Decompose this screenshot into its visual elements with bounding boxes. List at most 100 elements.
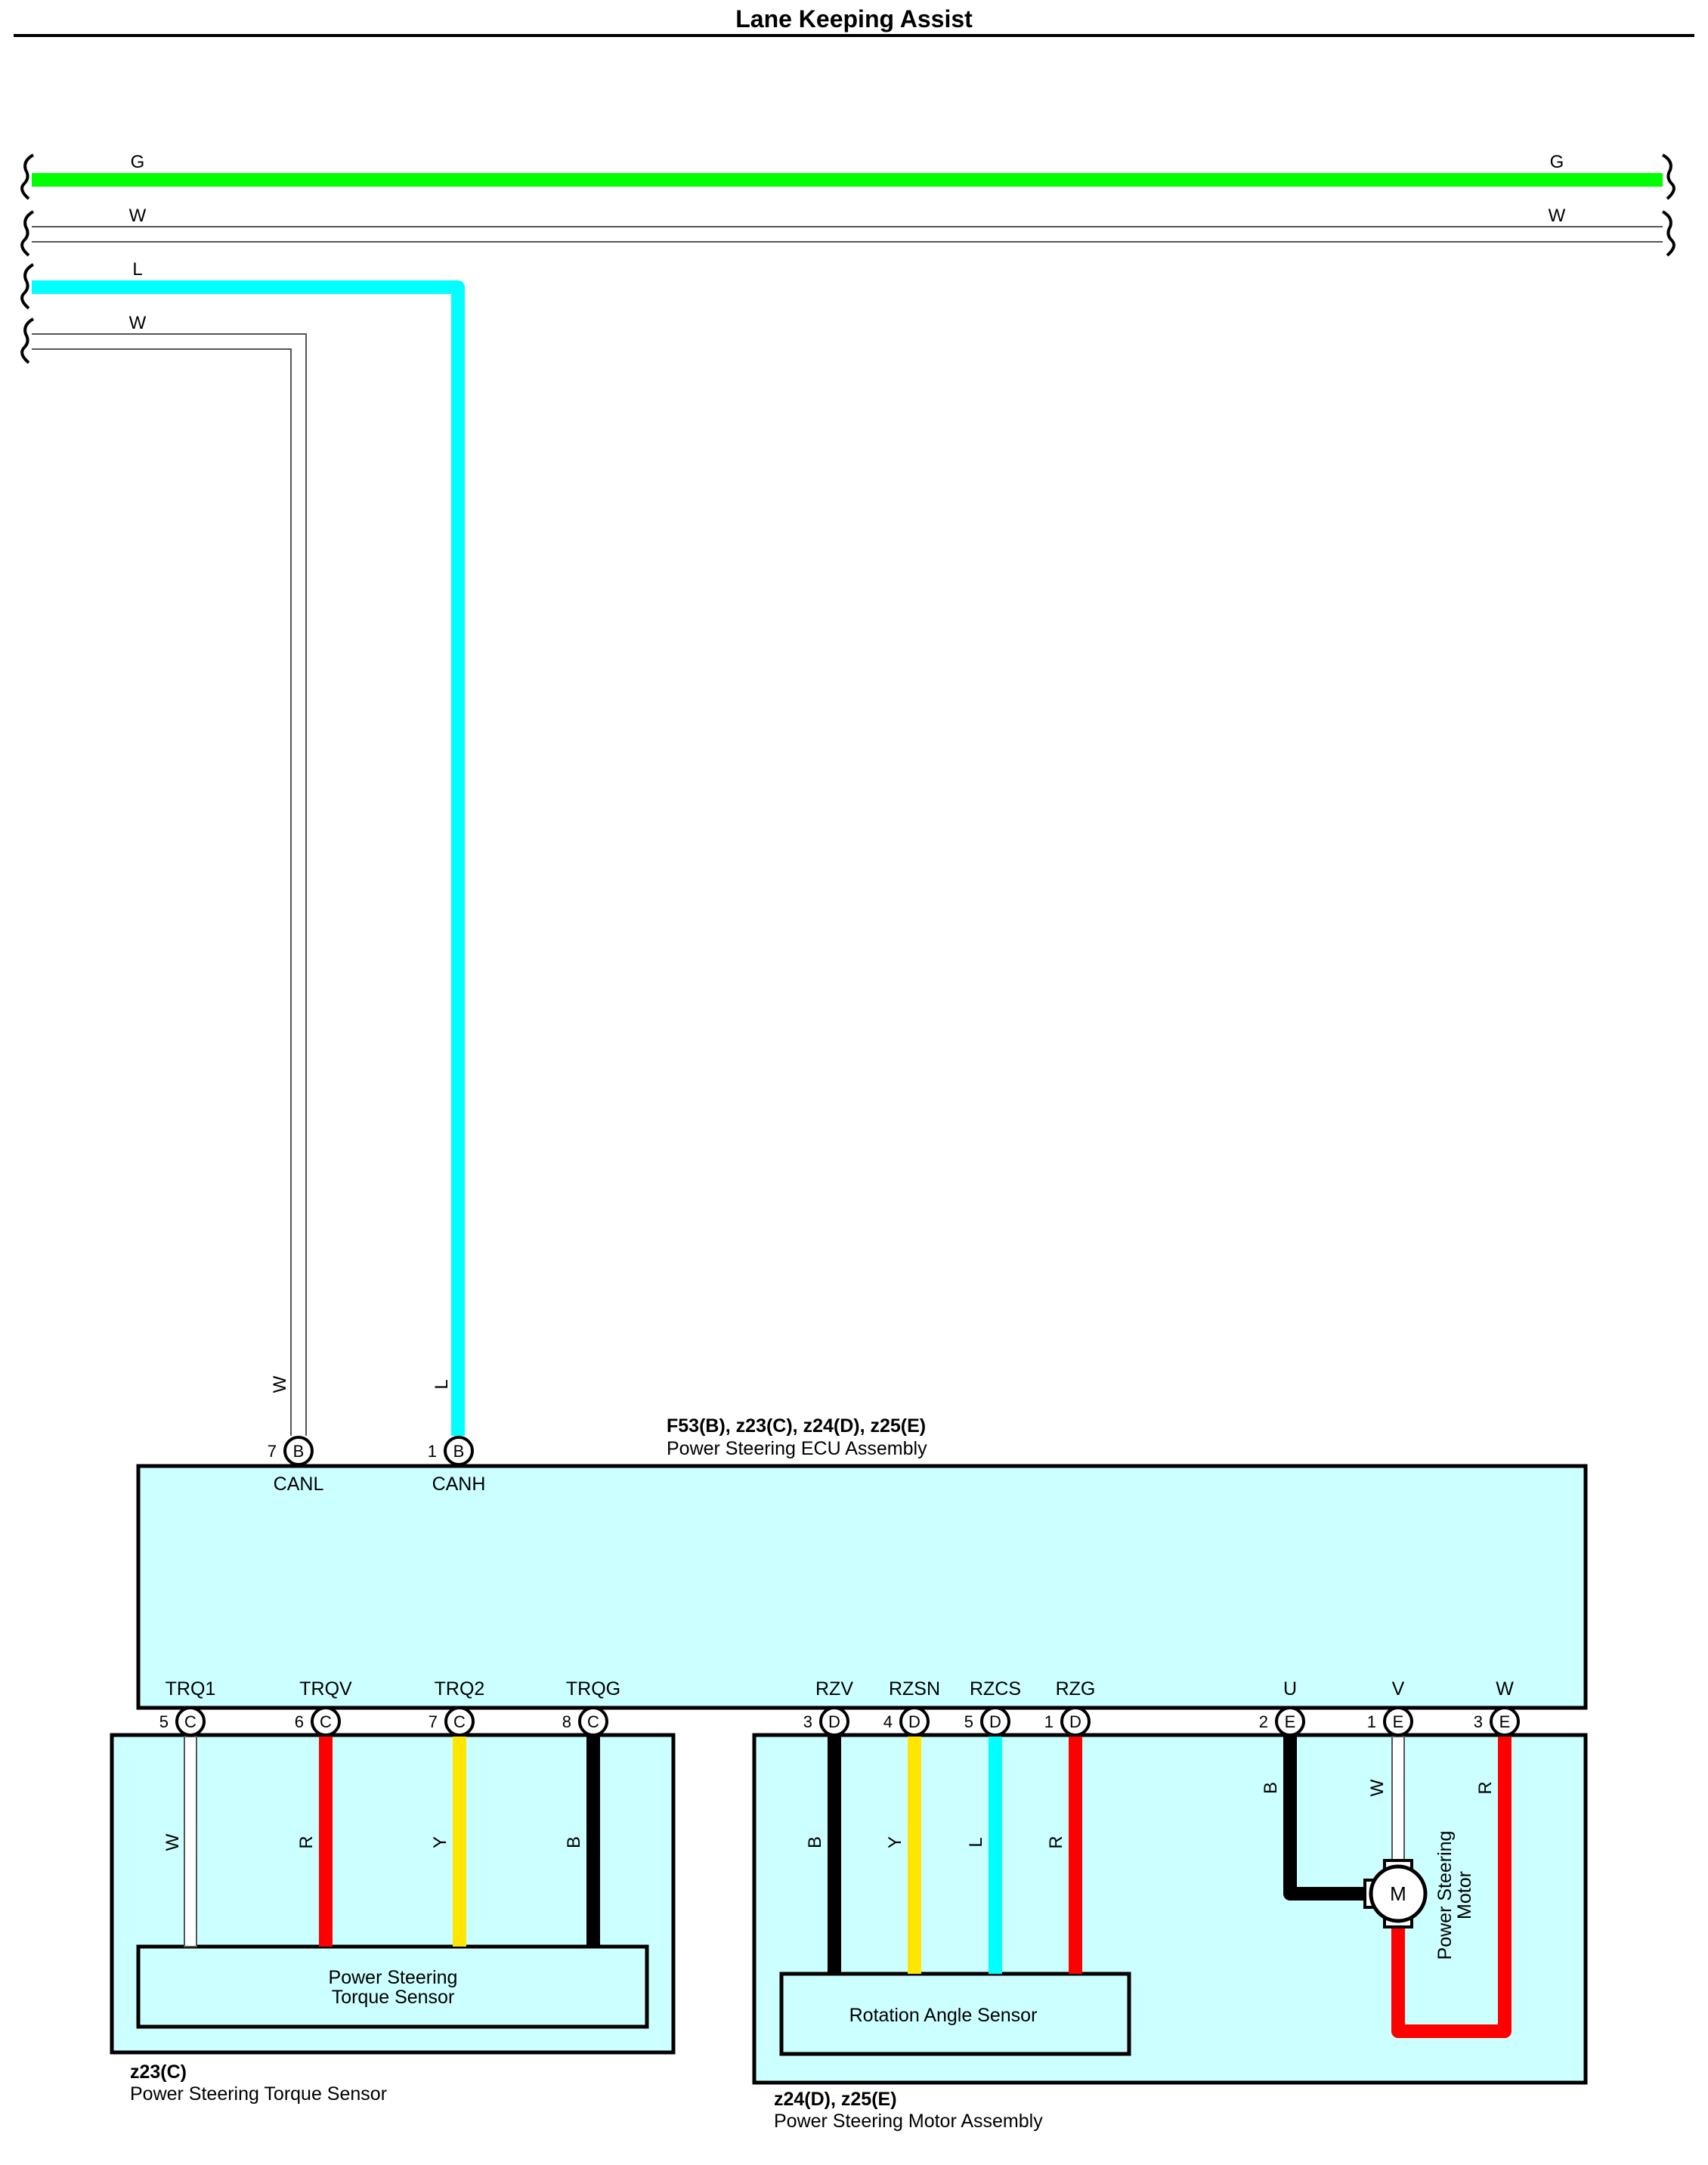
pin-connector-letter: E — [1285, 1712, 1296, 1731]
pin-circle — [1383, 1706, 1413, 1737]
pin-number: 8 — [562, 1712, 571, 1731]
pin-connector-letter: D — [1069, 1712, 1081, 1731]
torque-assembly-connector-label: z23(C) — [130, 2061, 187, 2083]
torque-assembly-name-label: Power Steering Torque Sensor — [130, 2083, 387, 2105]
pin-circle — [444, 1706, 475, 1737]
wire-w-r — [1391, 1737, 1512, 2038]
ecu-bottom-pin-trqg: TRQG C8 — [562, 1678, 620, 1737]
break-symbol-left-3 — [20, 263, 35, 310]
pin-connector-letter: C — [320, 1712, 332, 1731]
pin-circle — [1060, 1706, 1091, 1737]
torque-sensor-component-label-2: Torque Sensor — [332, 1987, 455, 2008]
ecu-bottom-pin-v: VE1 — [1367, 1678, 1413, 1737]
rotation-angle-sensor-box — [779, 1972, 1131, 2056]
wire-color-label: R — [1046, 1836, 1066, 1848]
wire-color-label: B — [805, 1836, 825, 1848]
rotation-angle-sensor-label: Rotation Angle Sensor — [849, 2005, 1038, 2026]
ecu-bottom-pin-trqv: TRQV C6 — [295, 1678, 352, 1737]
ecu-bottom-pins: TRQ1C5TRQVC6TRQ2C7TRQGC8RZVD3RZSND4RZCSD… — [159, 1678, 1520, 1737]
wire-trq1-w — [184, 1736, 197, 1947]
pin-signal-label: TRQ1 — [166, 1678, 216, 1700]
wire-color-label: R — [1475, 1781, 1496, 1794]
pin-circle — [311, 1706, 341, 1737]
torque-sensor-component-label-1: Power Steering — [329, 1967, 458, 1988]
pin-signal-label: RZG — [1056, 1678, 1096, 1700]
pin-connector-letter: D — [989, 1712, 1001, 1731]
pin-circle — [444, 1436, 474, 1466]
ecu-bottom-pin-rzg: RZG D1 — [1044, 1678, 1096, 1737]
pin-signal-label: U — [1283, 1678, 1297, 1700]
pin-connector-letter: E — [1499, 1712, 1511, 1731]
pin-signal-label: TRQG — [566, 1678, 620, 1700]
break-symbol-left-4 — [20, 317, 35, 364]
pin-number: 7 — [429, 1712, 438, 1731]
wire-color-label: B — [564, 1836, 584, 1848]
motor-assembly-name-label: Power Steering Motor Assembly — [774, 2111, 1043, 2132]
bus-wire-w-canl-outline2 — [32, 348, 292, 1436]
ecu-bottom-pin-u: UE2 — [1259, 1678, 1305, 1737]
ecu-top-pin-canl: B 7 CANL — [268, 1436, 324, 1495]
pin-signal-label: TRQ2 — [435, 1678, 485, 1700]
pin-connector-letter: C — [184, 1712, 196, 1731]
break-symbol-right-1 — [1661, 153, 1676, 200]
wire-color-label: W — [162, 1833, 183, 1851]
pin-signal-label: RZSN — [889, 1678, 940, 1700]
pin-circle — [1275, 1706, 1305, 1737]
break-symbol-right-2 — [1661, 210, 1676, 257]
wire-color-label: L — [966, 1837, 986, 1847]
pin-signal-label: CANH — [432, 1474, 486, 1495]
pin-number: 6 — [295, 1712, 304, 1731]
bus-wire-g-left-label: G — [131, 152, 145, 172]
motor-wires: B W R M Power Steering Motor — [1261, 1736, 1512, 2038]
motor-symbol-letter: M — [1390, 1882, 1406, 1905]
motor-label-1: Power Steering — [1434, 1831, 1456, 1960]
pin-number: 3 — [1474, 1712, 1483, 1731]
pin-circle — [1490, 1706, 1520, 1737]
wire-color-label: W — [1367, 1779, 1388, 1796]
ecu-name-label: Power Steering ECU Assembly — [667, 1438, 927, 1459]
wire-color-label: Y — [430, 1836, 450, 1848]
bus-wire-w-canl-left-label: W — [129, 313, 147, 333]
pin-circle — [283, 1436, 314, 1466]
pin-signal-label: W — [1496, 1678, 1514, 1700]
bus-wires: G G W W L W W L — [20, 152, 1676, 1436]
bus-wire-w-right-label: W — [1549, 206, 1566, 226]
pin-signal-label: TRQV — [299, 1678, 352, 1700]
wire-color-label: Y — [885, 1836, 905, 1848]
pin-number: 2 — [1259, 1712, 1268, 1731]
break-symbol-left-1 — [20, 153, 35, 200]
wire-color-label: R — [296, 1836, 317, 1848]
pin-signal-label: CANL — [274, 1474, 324, 1495]
pin-circle — [899, 1706, 930, 1737]
ecu-top-pin-canh: B 1 CANH — [428, 1436, 486, 1495]
pin-circle — [819, 1706, 849, 1737]
pin-number: 1 — [1367, 1712, 1376, 1731]
pin-connector-letter: C — [587, 1712, 599, 1731]
pin-connector-letter: D — [908, 1712, 921, 1731]
pin-connector-letter: C — [453, 1712, 466, 1731]
pin-signal-label: RZCS — [970, 1678, 1021, 1700]
pin-signal-label: V — [1392, 1678, 1405, 1700]
canl-wire-color-label: W — [270, 1375, 290, 1393]
diagram-title: Lane Keeping Assist — [735, 5, 973, 32]
pin-number: 1 — [1044, 1712, 1054, 1731]
ecu-bottom-pin-w: WE3 — [1474, 1678, 1520, 1737]
rotation-sensor-wires: B Y L R — [805, 1737, 1082, 1974]
pin-signal-label: RZV — [815, 1678, 853, 1700]
pin-number: 7 — [268, 1442, 277, 1461]
wire-u-b — [1283, 1737, 1368, 1901]
bus-wire-w-canl-outline1 — [32, 333, 307, 1436]
bus-wire-l-left-label: L — [132, 259, 142, 280]
pin-connector-letter: B — [293, 1442, 305, 1461]
bus-wire-w-left-label: W — [129, 206, 147, 226]
motor-symbol-icon — [1369, 1864, 1428, 1923]
pin-circle — [578, 1706, 608, 1737]
torque-sensor-wires: W R Y B — [162, 1736, 600, 1947]
pin-number: 1 — [428, 1442, 437, 1461]
